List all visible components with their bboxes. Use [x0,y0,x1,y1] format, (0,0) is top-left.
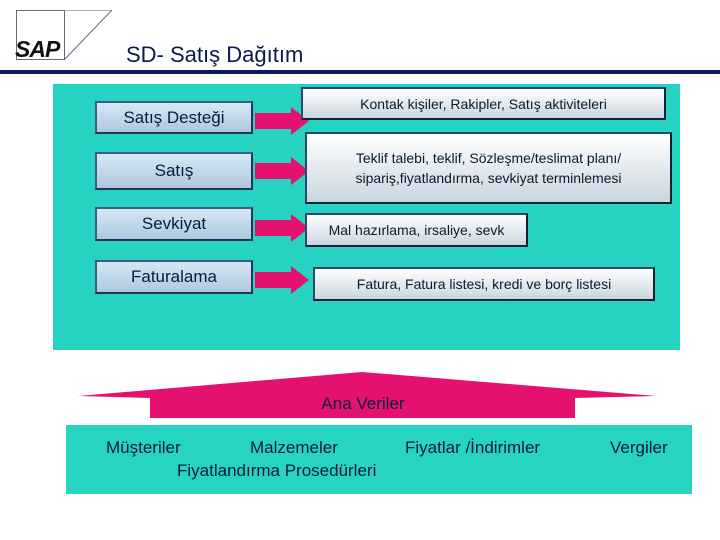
header-rule [0,70,720,74]
desc-text: Mal hazırlama, irsaliye, sevk [328,222,505,238]
arrow-billing [255,266,309,294]
desc-billing: Fatura, Fatura listesi, kredi ve borç li… [313,267,655,301]
arrow-shipping [255,214,309,242]
master-data-label: Ana Veriler [321,394,405,413]
desc-text-line1: Teklif talebi, teklif, Sözleşme/teslimat… [355,150,622,166]
desc-sales-support: Kontak kişiler, Rakipler, Satış aktivite… [301,87,666,120]
desc-shipping: Mal hazırlama, irsaliye, sevk [305,213,528,247]
stage-shipping: Sevkiyat [95,207,253,241]
arrow-sales-support [255,107,309,135]
stage-label: Sevkiyat [141,214,207,233]
sap-logo: SAP [15,36,60,62]
stage-sales: Satış [95,152,253,190]
master-item-customers: Müşteriler [106,438,181,457]
arrow-sales [255,157,309,185]
stage-sales-support: Satış Desteği [95,101,253,134]
sap-logo-lines [16,9,113,61]
master-item-taxes: Vergiler [610,438,668,457]
desc-text: Fatura, Fatura listesi, kredi ve borç li… [356,276,612,292]
page-title: SD- Satış Dağıtım [126,42,304,67]
desc-text: Kontak kişiler, Rakipler, Satış aktivite… [360,95,607,112]
master-data-panel [66,425,692,494]
desc-sales: Teklif talebi, teklif, Sözleşme/teslimat… [305,132,672,204]
stage-label: Satış Desteği [123,107,225,127]
master-item-prices: Fiyatlar /İndirimler [405,438,541,457]
master-item-materials: Malzemeler [250,438,338,457]
stage-label: Faturalama [131,267,217,286]
master-item-pricing-procedures: Fiyatlandırma Prosedürleri [177,461,377,480]
stage-billing: Faturalama [95,260,253,294]
desc-text-line2: sipariş,fiyatlandırma, sevkiyat terminle… [355,170,622,186]
stage-label: Satış [154,161,194,180]
sap-logo-frame [16,9,113,61]
